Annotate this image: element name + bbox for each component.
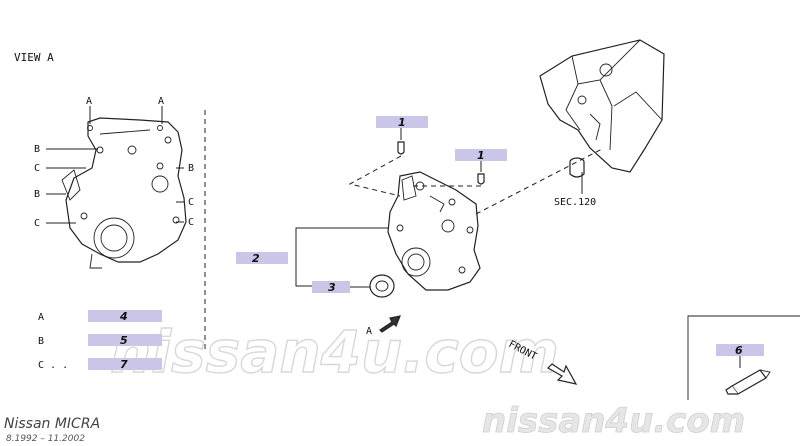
view-letter-c-right1: C: [188, 197, 194, 208]
dowel-pins: [397, 141, 485, 185]
part-callout-1-upper[interactable]: 1: [398, 116, 406, 129]
legend-letter: A: [38, 312, 44, 323]
part-callout-3[interactable]: 3: [328, 281, 336, 294]
view-letter-b1: B: [34, 144, 40, 155]
legend-box-7: [88, 358, 162, 370]
legend-letter: C . .: [38, 360, 68, 371]
watermark-large: nissan4u.com: [110, 318, 559, 386]
model-years: 8.1992 – 11.2002: [6, 434, 85, 444]
legend: A B C . . 4 5 7: [38, 310, 162, 371]
crank-oil-seal: [369, 274, 395, 298]
legend-box-5: [88, 334, 162, 346]
view-title: VIEW A: [14, 51, 54, 64]
callout-box-1-lower: [455, 149, 507, 161]
callout-leaders: [295, 128, 741, 368]
part-callout-1-lower[interactable]: 1: [477, 149, 485, 162]
part-callout-6[interactable]: 6: [735, 344, 743, 357]
front-arrow: [547, 363, 578, 385]
legend-letter: B: [38, 336, 44, 347]
view-letter-b2: B: [34, 189, 40, 200]
watermark-small: nissan4u.com: [482, 401, 745, 441]
view-letter-c2: C: [34, 218, 40, 229]
legend-part-number[interactable]: 4: [119, 310, 128, 323]
section-reference[interactable]: SEC.120: [554, 197, 596, 208]
timing-cover-drawing: [387, 171, 481, 291]
sealant-tube-drawing: [725, 369, 771, 395]
assembly-lines: [348, 147, 605, 215]
model-name: Nissan MICRA: [4, 416, 100, 432]
view-letter-b-right: B: [188, 163, 194, 174]
inset-frame: [687, 315, 800, 400]
view-letter-a-right: A: [158, 96, 164, 107]
callout-box-6: [716, 344, 764, 356]
view-letter-c-right2: C: [188, 217, 194, 228]
view-a-cover-drawing: [61, 117, 187, 269]
callout-box-3: [312, 281, 350, 293]
view-a-leaders: [46, 106, 184, 224]
legend-box-4: [88, 310, 162, 322]
view-letter-a-left: A: [86, 96, 92, 107]
legend-part-number[interactable]: 5: [120, 334, 128, 347]
callout-box-1-upper: [376, 116, 428, 128]
callout-box-2: [236, 252, 288, 264]
legend-part-number[interactable]: 7: [120, 358, 128, 371]
view-arrow-label: A: [366, 326, 372, 337]
view-letter-c1: C: [34, 163, 40, 174]
engine-block-drawing: [539, 39, 665, 173]
view-a-arrow: [379, 315, 401, 333]
part-callout-2[interactable]: 2: [252, 252, 260, 265]
